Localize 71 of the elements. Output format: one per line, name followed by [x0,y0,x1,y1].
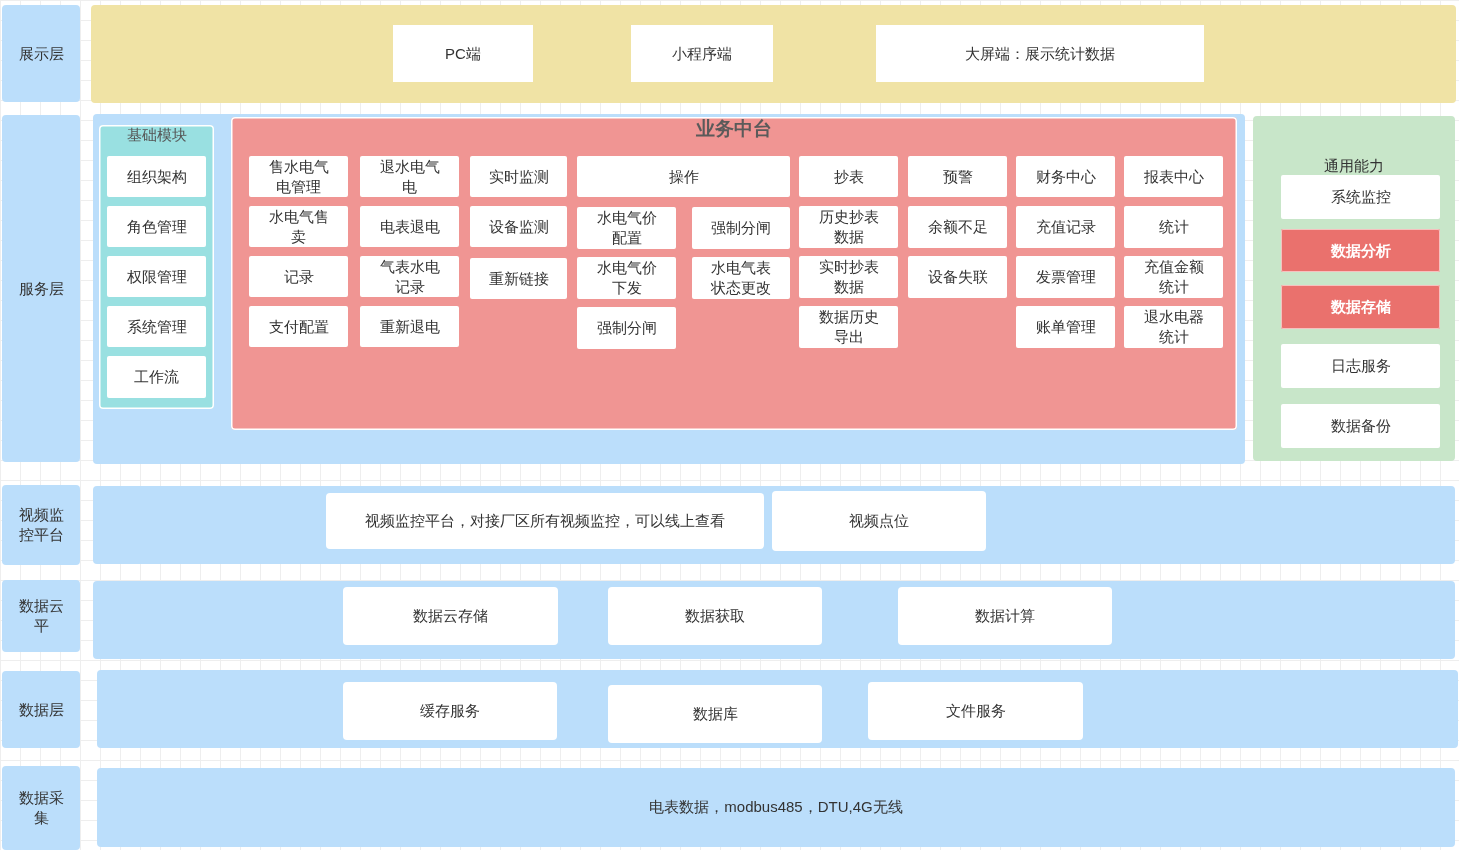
layer-label: 视频监控平台 [2,485,80,565]
layer-label: 数据层 [2,671,80,748]
service-card: 数据获取 [608,587,822,645]
module-card: 日志服务 [1281,344,1440,388]
module-card: 余额不足 [908,206,1007,248]
module-card: 退水电器统计 [1124,306,1223,348]
module-card: 支付配置 [249,306,348,347]
module-card: 设备监测 [470,206,567,247]
highlight-card: 数据分析 [1281,229,1440,272]
layer-band [93,581,1455,659]
module-card: 数据历史导出 [799,306,898,348]
module-card: 操作 [577,156,790,197]
module-card: 充值金额统计 [1124,256,1223,298]
layer-band [97,670,1458,748]
module-card: 水电气价配置 [577,207,676,249]
module-card: 发票管理 [1016,256,1115,298]
panel-title: 通用能力 [1324,156,1384,176]
module-card: 重新退电 [360,306,459,347]
service-card: 视频监控平台，对接厂区所有视频监控，可以线上查看 [326,493,764,549]
module-card: 系统监控 [1281,175,1440,219]
service-card: 数据云存储 [343,587,558,645]
module-card: 重新链接 [470,258,567,299]
module-card: 角色管理 [107,206,206,247]
module-card: 权限管理 [107,256,206,297]
module-card: 退水电气电 [360,156,459,197]
module-card: 强制分闸 [577,307,676,349]
panel-title: 业务中台 [696,117,772,141]
module-card: 预警 [908,156,1007,197]
module-card: 历史抄表数据 [799,206,898,248]
module-card: 数据备份 [1281,404,1440,448]
module-card: 实时抄表数据 [799,256,898,298]
module-card: 设备失联 [908,256,1007,298]
module-card: 组织架构 [107,156,206,197]
module-card: PC端 [393,25,533,82]
service-card: 缓存服务 [343,682,557,740]
module-card: 大屏端：展示统计数据 [876,25,1204,82]
module-card: 抄表 [799,156,898,197]
module-card: 充值记录 [1016,206,1115,248]
module-card: 水电气价下发 [577,257,676,299]
service-card: 数据库 [608,685,822,743]
module-card: 工作流 [107,356,206,398]
module-card: 水电气售卖 [249,206,348,247]
module-card: 统计 [1124,206,1223,248]
service-card: 文件服务 [868,682,1083,740]
module-card: 气表水电记录 [360,256,459,297]
module-card: 实时监测 [470,156,567,197]
layer-band [93,114,1245,464]
layer-label: 数据采集 [2,766,80,850]
layer-label: 数据云平 [2,580,80,652]
module-card: 系统管理 [107,306,206,347]
highlight-card: 数据存储 [1281,285,1440,329]
module-card: 记录 [249,256,348,297]
module-card: 售水电气电管理 [249,156,348,197]
layer-label: 服务层 [2,115,80,462]
layer-band [93,486,1455,564]
module-card: 财务中心 [1016,156,1115,197]
group-panel [231,117,1237,430]
module-card: 强制分闸 [692,207,790,249]
group-panel [1253,116,1455,461]
module-card: 水电气表状态更改 [692,257,790,299]
group-panel [99,125,214,409]
service-card: 视频点位 [772,491,986,551]
module-card: 小程序端 [631,25,773,82]
layer-label: 展示层 [2,5,80,102]
module-card: 账单管理 [1016,306,1115,348]
layer-band [91,5,1456,103]
module-card: 电表退电 [360,206,459,247]
layer-band: 电表数据，modbus485，DTU,4G无线 [97,768,1455,847]
module-card: 报表中心 [1124,156,1223,197]
service-card: 数据计算 [898,587,1112,645]
panel-title: 基础模块 [126,125,187,145]
